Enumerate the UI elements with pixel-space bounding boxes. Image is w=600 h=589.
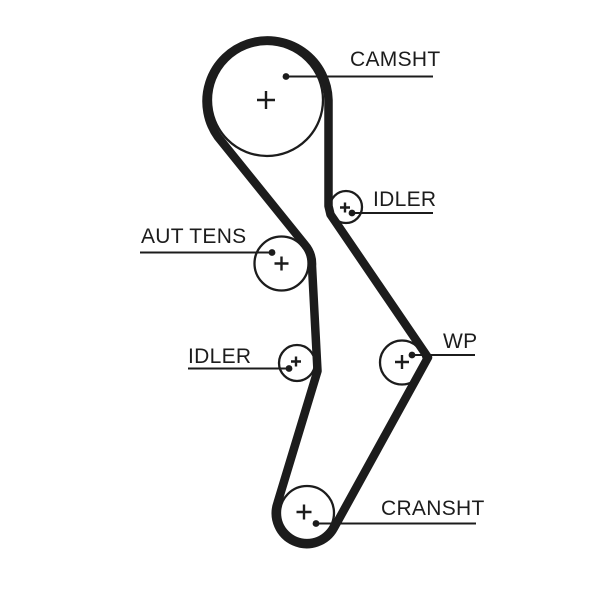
idler-upper-leader-dot <box>348 209 356 217</box>
camshaft-leader-dot <box>282 73 290 80</box>
camshaft-center-cross-icon <box>257 91 275 109</box>
crankshaft-leader-dot <box>312 520 320 527</box>
label-water-pump: WP <box>443 330 478 353</box>
timing-belt <box>202 36 433 549</box>
label-crankshaft: CRANSHT <box>381 497 485 520</box>
label-tensioner: AUT TENS <box>141 225 247 248</box>
idler-lower-center-cross-icon <box>291 356 301 367</box>
label-idler-upper: IDLER <box>373 188 437 211</box>
idler-upper-center-cross-icon <box>340 202 350 213</box>
tensioner-leader-dot <box>268 249 276 256</box>
idler-lower-leader-dot <box>285 365 293 372</box>
tensioner-center-cross-icon <box>274 256 289 271</box>
label-idler-lower: IDLER <box>188 345 252 368</box>
crankshaft-center-cross-icon <box>296 504 312 520</box>
water-pump-center-cross-icon <box>395 355 409 369</box>
label-camshaft: CAMSHT <box>350 48 441 71</box>
water-pump-leader-dot <box>408 351 416 359</box>
